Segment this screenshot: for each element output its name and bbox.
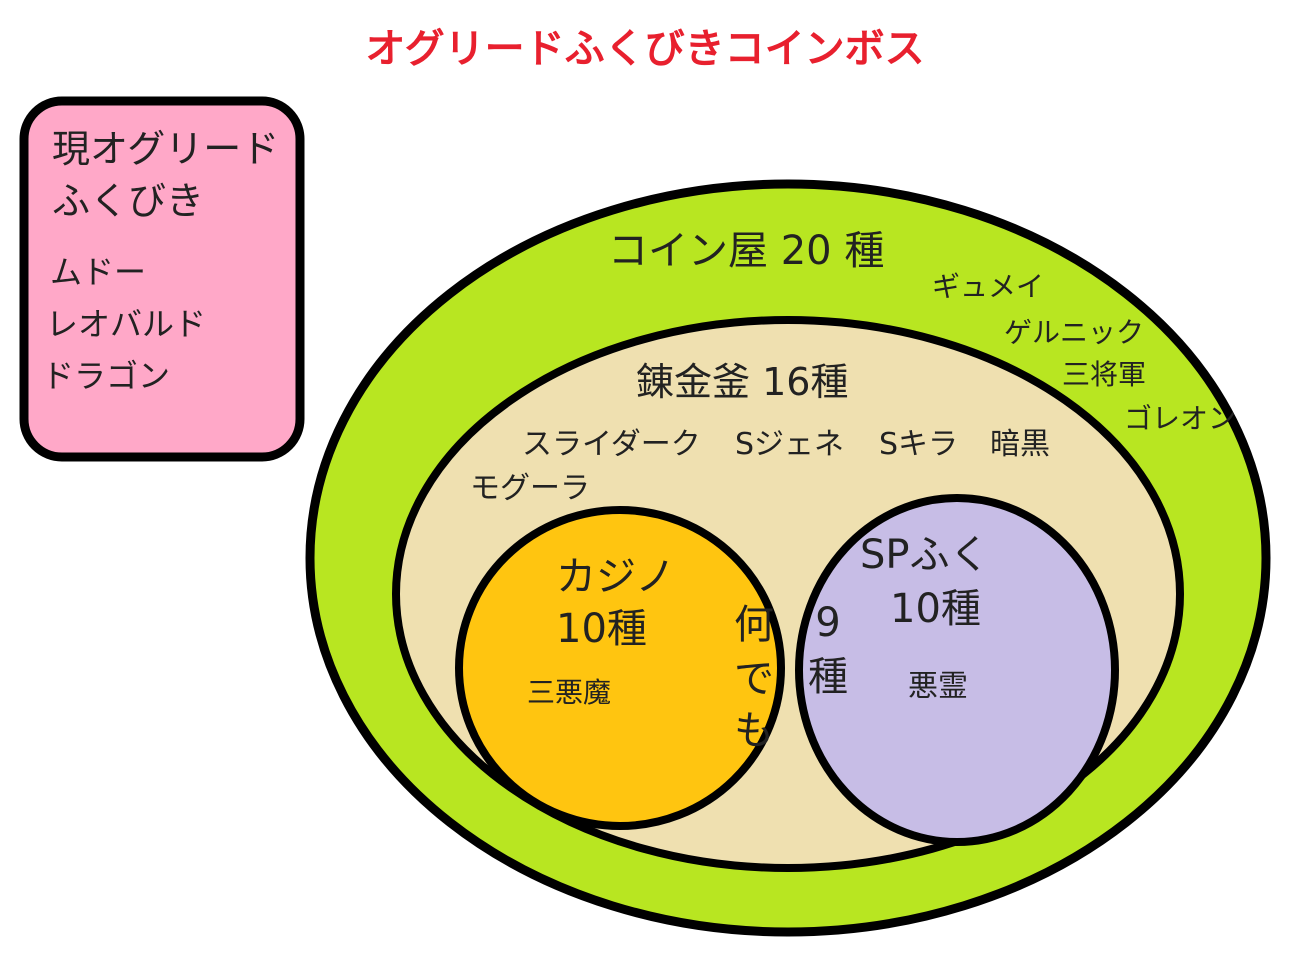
sp-lottery-region	[799, 498, 1115, 842]
current-box-heading-line1: 現オグリード	[52, 127, 279, 171]
overlap-right-char: 9	[815, 600, 840, 646]
casino-outline	[455, 506, 785, 830]
sp-item: 悪霊	[908, 669, 968, 704]
sp-label-line1: SPふく	[860, 532, 990, 578]
overlap-left-char: で	[734, 656, 774, 702]
alchemy-item: スライダーク	[522, 427, 701, 462]
coin-shop-item: ゴレオン	[1124, 402, 1236, 435]
overlap-right-char: 種	[808, 654, 848, 700]
current-box-item: ドラゴン	[42, 357, 170, 395]
current-lottery-box	[19, 96, 305, 462]
alchemy-label: 錬金釜 16種	[636, 360, 848, 404]
current-box-item: レオバルド	[46, 305, 206, 343]
alchemy-item: 暗黒	[990, 427, 1050, 462]
coin-shop-item: 三将軍	[1062, 358, 1146, 391]
sp-label-line2: 10種	[890, 586, 981, 632]
coin-shop-item: ゲルニック	[1004, 316, 1144, 349]
casino-label-line2: 10種	[556, 606, 647, 652]
casino-label-line1: カジノ	[556, 554, 675, 600]
diagram-title: オグリードふくびきコインボス	[365, 26, 924, 72]
coin-shop-label: コイン屋 20 種	[608, 228, 884, 274]
casino-region	[459, 510, 781, 826]
sp-lottery-outline	[795, 494, 1119, 846]
current-box-item: ムドー	[50, 253, 146, 291]
current-box-heading-line2: ふくびき	[52, 179, 204, 223]
alchemy-item: モグーラ	[470, 471, 590, 506]
alchemy-item: Sキラ	[879, 427, 958, 462]
casino-item: 三悪魔	[527, 676, 611, 709]
overlap-left-char: も	[734, 708, 774, 754]
alchemy-item: Sジェネ	[735, 427, 844, 462]
coin-shop-item: ギュメイ	[932, 270, 1044, 303]
overlap-left-char: 何	[734, 602, 774, 648]
